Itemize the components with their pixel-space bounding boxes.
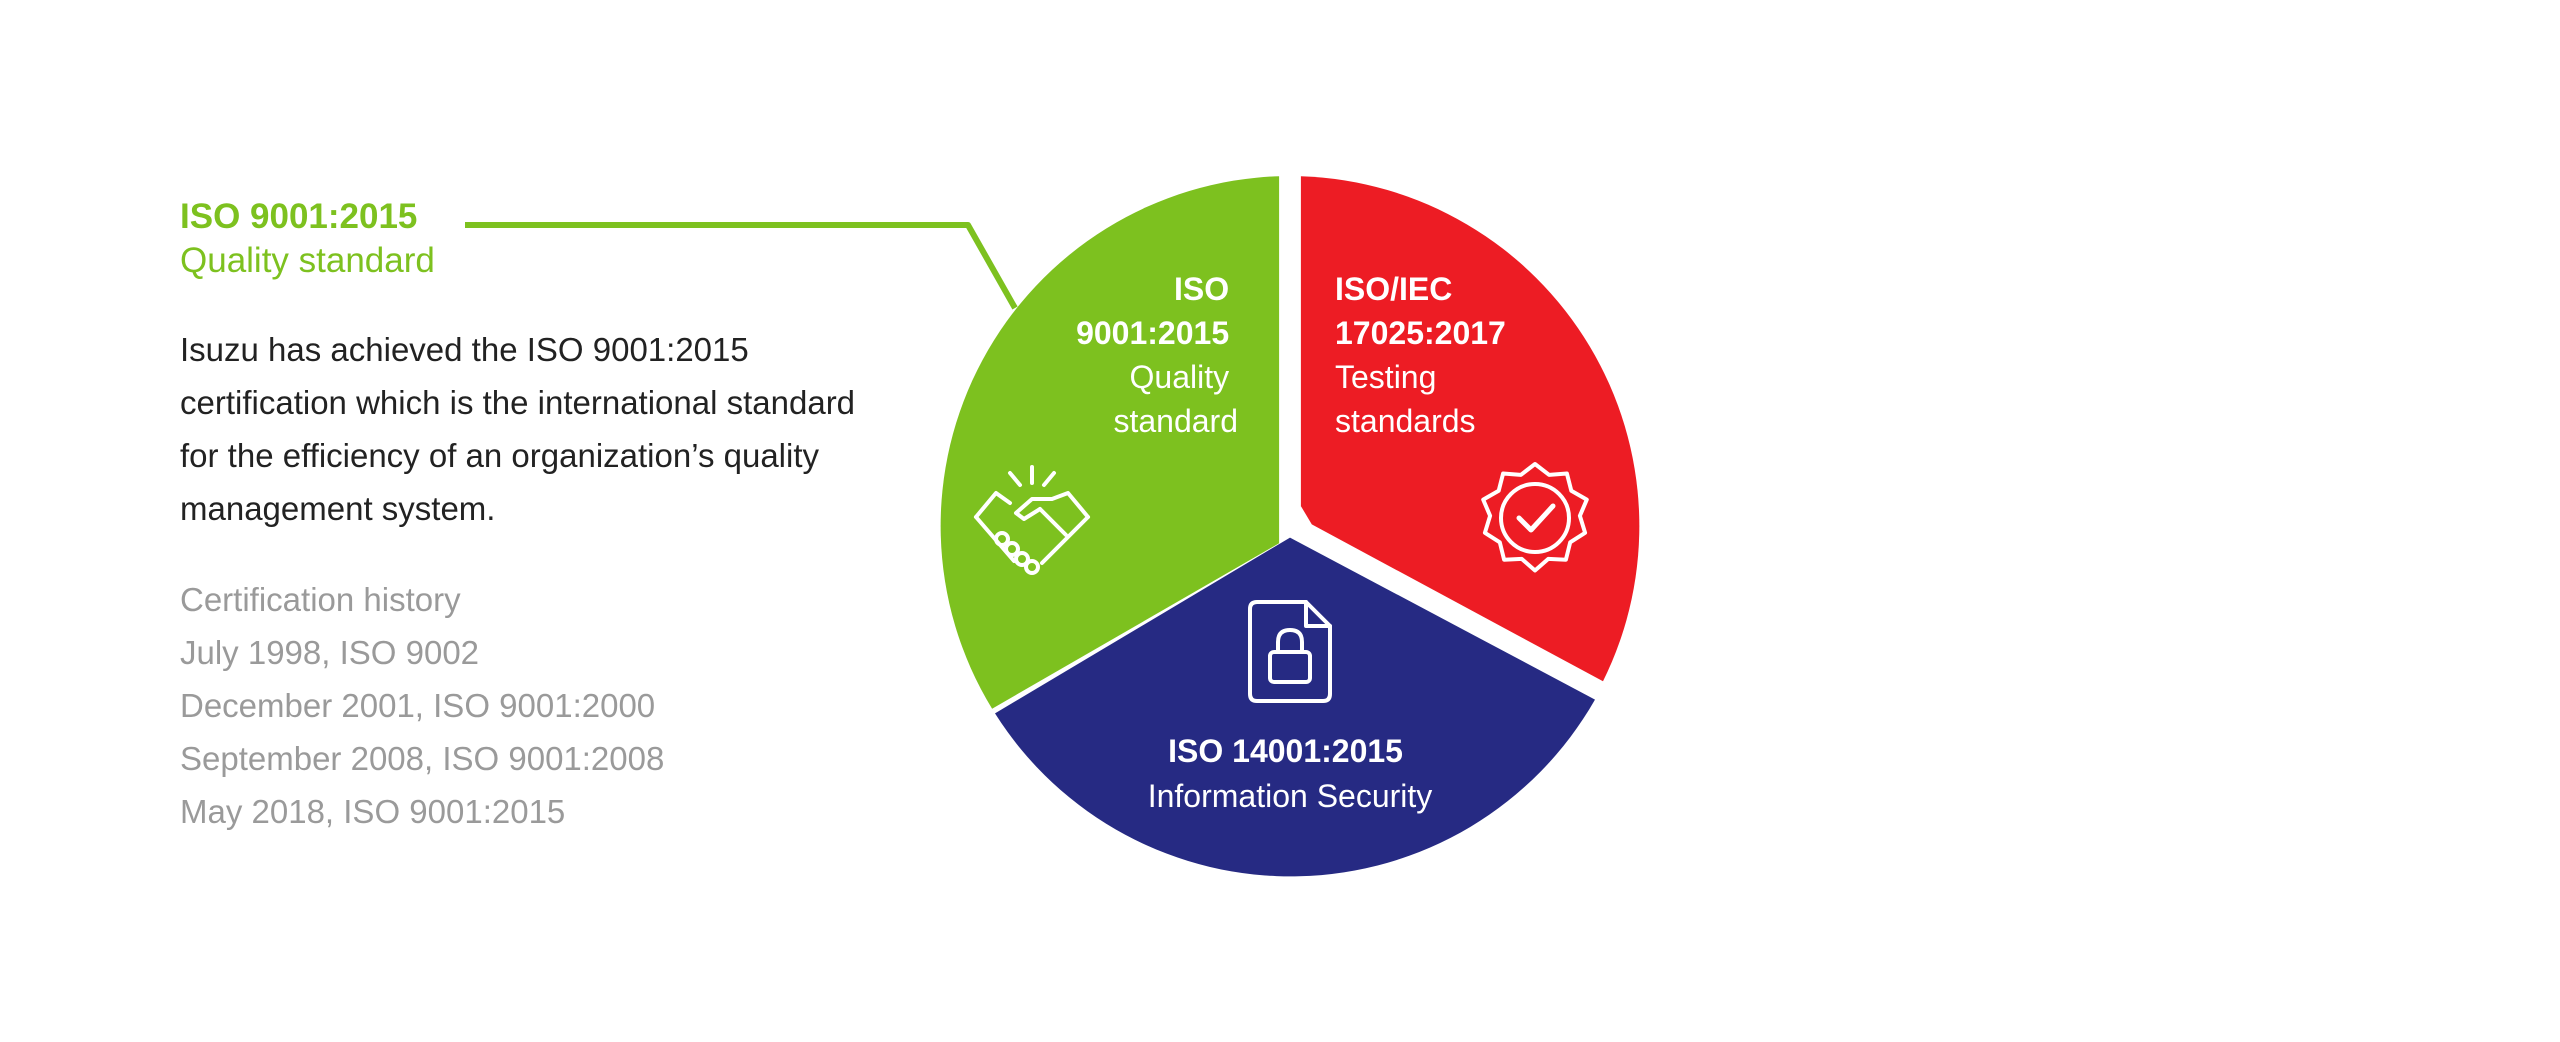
segment-quality-label: Quality (1130, 359, 1230, 395)
segment-quality-text: ISO 9001:2015 Quality standard (1076, 271, 1238, 439)
history-item: September 2008, ISO 9001:2008 (180, 740, 665, 777)
handshake-icon (974, 465, 1090, 575)
certification-history: Certification history July 1998, ISO 900… (180, 573, 880, 838)
history-heading: Certification history (180, 581, 461, 618)
segment-security[interactable] (995, 537, 1595, 877)
history-item: May 2018, ISO 9001:2015 (180, 793, 566, 830)
history-item: December 2001, ISO 9001:2000 (180, 687, 656, 724)
info-subtitle: Quality standard (180, 241, 435, 280)
document-lock-icon (1248, 600, 1332, 703)
segment-testing-label: Testing (1335, 359, 1436, 395)
segment-quality-title: ISO (1174, 271, 1229, 307)
certified-badge-icon (1481, 462, 1589, 573)
segment-quality[interactable] (940, 176, 1280, 709)
connector-line (465, 222, 1018, 310)
segment-testing-title: 17025:2017 (1335, 315, 1506, 351)
segment-quality-title: 9001:2015 (1076, 315, 1229, 351)
segment-quality-label: standard (1113, 403, 1238, 439)
segment-security-label: Information Security (1148, 778, 1433, 814)
info-body: Isuzu has achieved the ISO 9001:2015 cer… (180, 331, 856, 527)
segment-testing-label: standards (1335, 403, 1476, 439)
info-title: ISO 9001:2015 (180, 197, 418, 236)
history-item: July 1998, ISO 9002 (180, 634, 480, 671)
segment-security-title: ISO 14001:2015 (1168, 733, 1403, 769)
segment-testing-text: ISO/IEC 17025:2017 Testing standards (1335, 271, 1515, 439)
segment-security-text: ISO 14001:2015 Information Security (1148, 733, 1433, 814)
info-panel: ISO 9001:2015 Quality standard Isuzu has… (180, 195, 880, 838)
segment-testing[interactable] (1300, 176, 1640, 682)
segment-testing-title: ISO/IEC (1335, 271, 1452, 307)
